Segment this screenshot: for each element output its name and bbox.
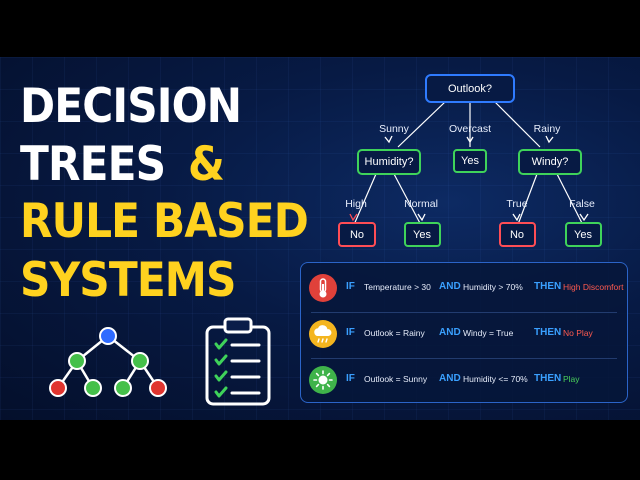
- rule-then-keyword: THEN: [534, 327, 562, 338]
- root-node-box: [425, 74, 515, 103]
- leaf-false-yes: Yes: [574, 229, 592, 241]
- rule-then-keyword: THEN: [534, 281, 562, 292]
- rule-if-keyword: IF: [346, 281, 355, 292]
- rule-result: High Discomfort: [563, 282, 624, 292]
- rule-if-keyword: IF: [346, 327, 355, 338]
- rule-and-keyword: AND: [439, 373, 461, 384]
- leaf-normal-box: [404, 222, 441, 247]
- rule-condition-1: Outlook = Sunny: [364, 374, 428, 384]
- sun-icon: [309, 366, 337, 394]
- title-rule-based: RULE BASED: [20, 194, 309, 249]
- rule-divider: [311, 312, 617, 313]
- tree-illustration-icon: [49, 327, 167, 397]
- rule-condition-2: Windy = True: [463, 328, 514, 338]
- rule-row: IF Temperature > 30 AND Humidity > 70% T…: [301, 265, 627, 311]
- leaf-high-box: [338, 222, 376, 247]
- title-systems: SYSTEMS: [20, 253, 236, 308]
- edge-label-high: High: [345, 198, 367, 210]
- node-windy: Windy?: [532, 156, 569, 168]
- leaf-overcast-yes: Yes: [461, 155, 479, 167]
- rule-result: Play: [563, 374, 580, 384]
- rule-row: IF Outlook = Rainy AND Windy = True THEN…: [301, 311, 627, 357]
- rule-and-keyword: AND: [439, 327, 461, 338]
- edge-label-sunny: Sunny: [379, 123, 410, 135]
- leaf-normal-yes: Yes: [413, 229, 431, 241]
- rule-divider: [311, 358, 617, 359]
- rule-condition-2: Humidity <= 70%: [463, 374, 528, 384]
- leaf-true-no: No: [510, 229, 524, 241]
- thumbnail-frame: DECISION TREES & RULE BASED SYSTEMS: [0, 57, 640, 420]
- edge-label-true: True: [506, 198, 527, 210]
- edge-label-false: False: [569, 198, 595, 210]
- title-ampersand: &: [188, 137, 225, 192]
- edge-arrow-high: [349, 213, 358, 222]
- title-trees: TREES: [20, 137, 166, 192]
- rule-condition-2: Humidity > 70%: [463, 282, 523, 292]
- rain-cloud-icon: [309, 320, 337, 348]
- rule-condition-1: Outlook = Rainy: [364, 328, 425, 338]
- clipboard-checklist-icon: [205, 317, 271, 406]
- rule-then-keyword: THEN: [534, 373, 562, 384]
- tree-edges: [352, 101, 585, 228]
- edge-label-overcast: Overcast: [449, 123, 491, 135]
- thermometer-icon: [309, 274, 337, 302]
- decision-tree-diagram: Sunny Overcast Rainy High Normal True Fa…: [49, 74, 602, 406]
- leaf-false-box: [565, 222, 602, 247]
- rules-panel: IF Temperature > 30 AND Humidity > 70% T…: [300, 262, 628, 403]
- leaf-true-box: [499, 222, 536, 247]
- root-node-outlook: Outlook?: [448, 83, 492, 95]
- humidity-node-box: [357, 149, 421, 175]
- windy-node-box: [518, 149, 582, 175]
- edge-label-rainy: Rainy: [534, 123, 562, 135]
- leaf-high-no: No: [350, 229, 364, 241]
- rule-result: No Play: [563, 328, 593, 338]
- rule-condition-1: Temperature > 30: [364, 282, 431, 292]
- overcast-leaf-box: [453, 149, 487, 173]
- edge-label-normal: Normal: [404, 198, 438, 210]
- title-decision: DECISION: [20, 79, 242, 134]
- edge-arrows: [384, 135, 589, 222]
- rule-row: IF Outlook = Sunny AND Humidity <= 70% T…: [301, 357, 627, 403]
- node-humidity: Humidity?: [365, 156, 414, 168]
- rule-and-keyword: AND: [439, 281, 461, 292]
- rule-if-keyword: IF: [346, 373, 355, 384]
